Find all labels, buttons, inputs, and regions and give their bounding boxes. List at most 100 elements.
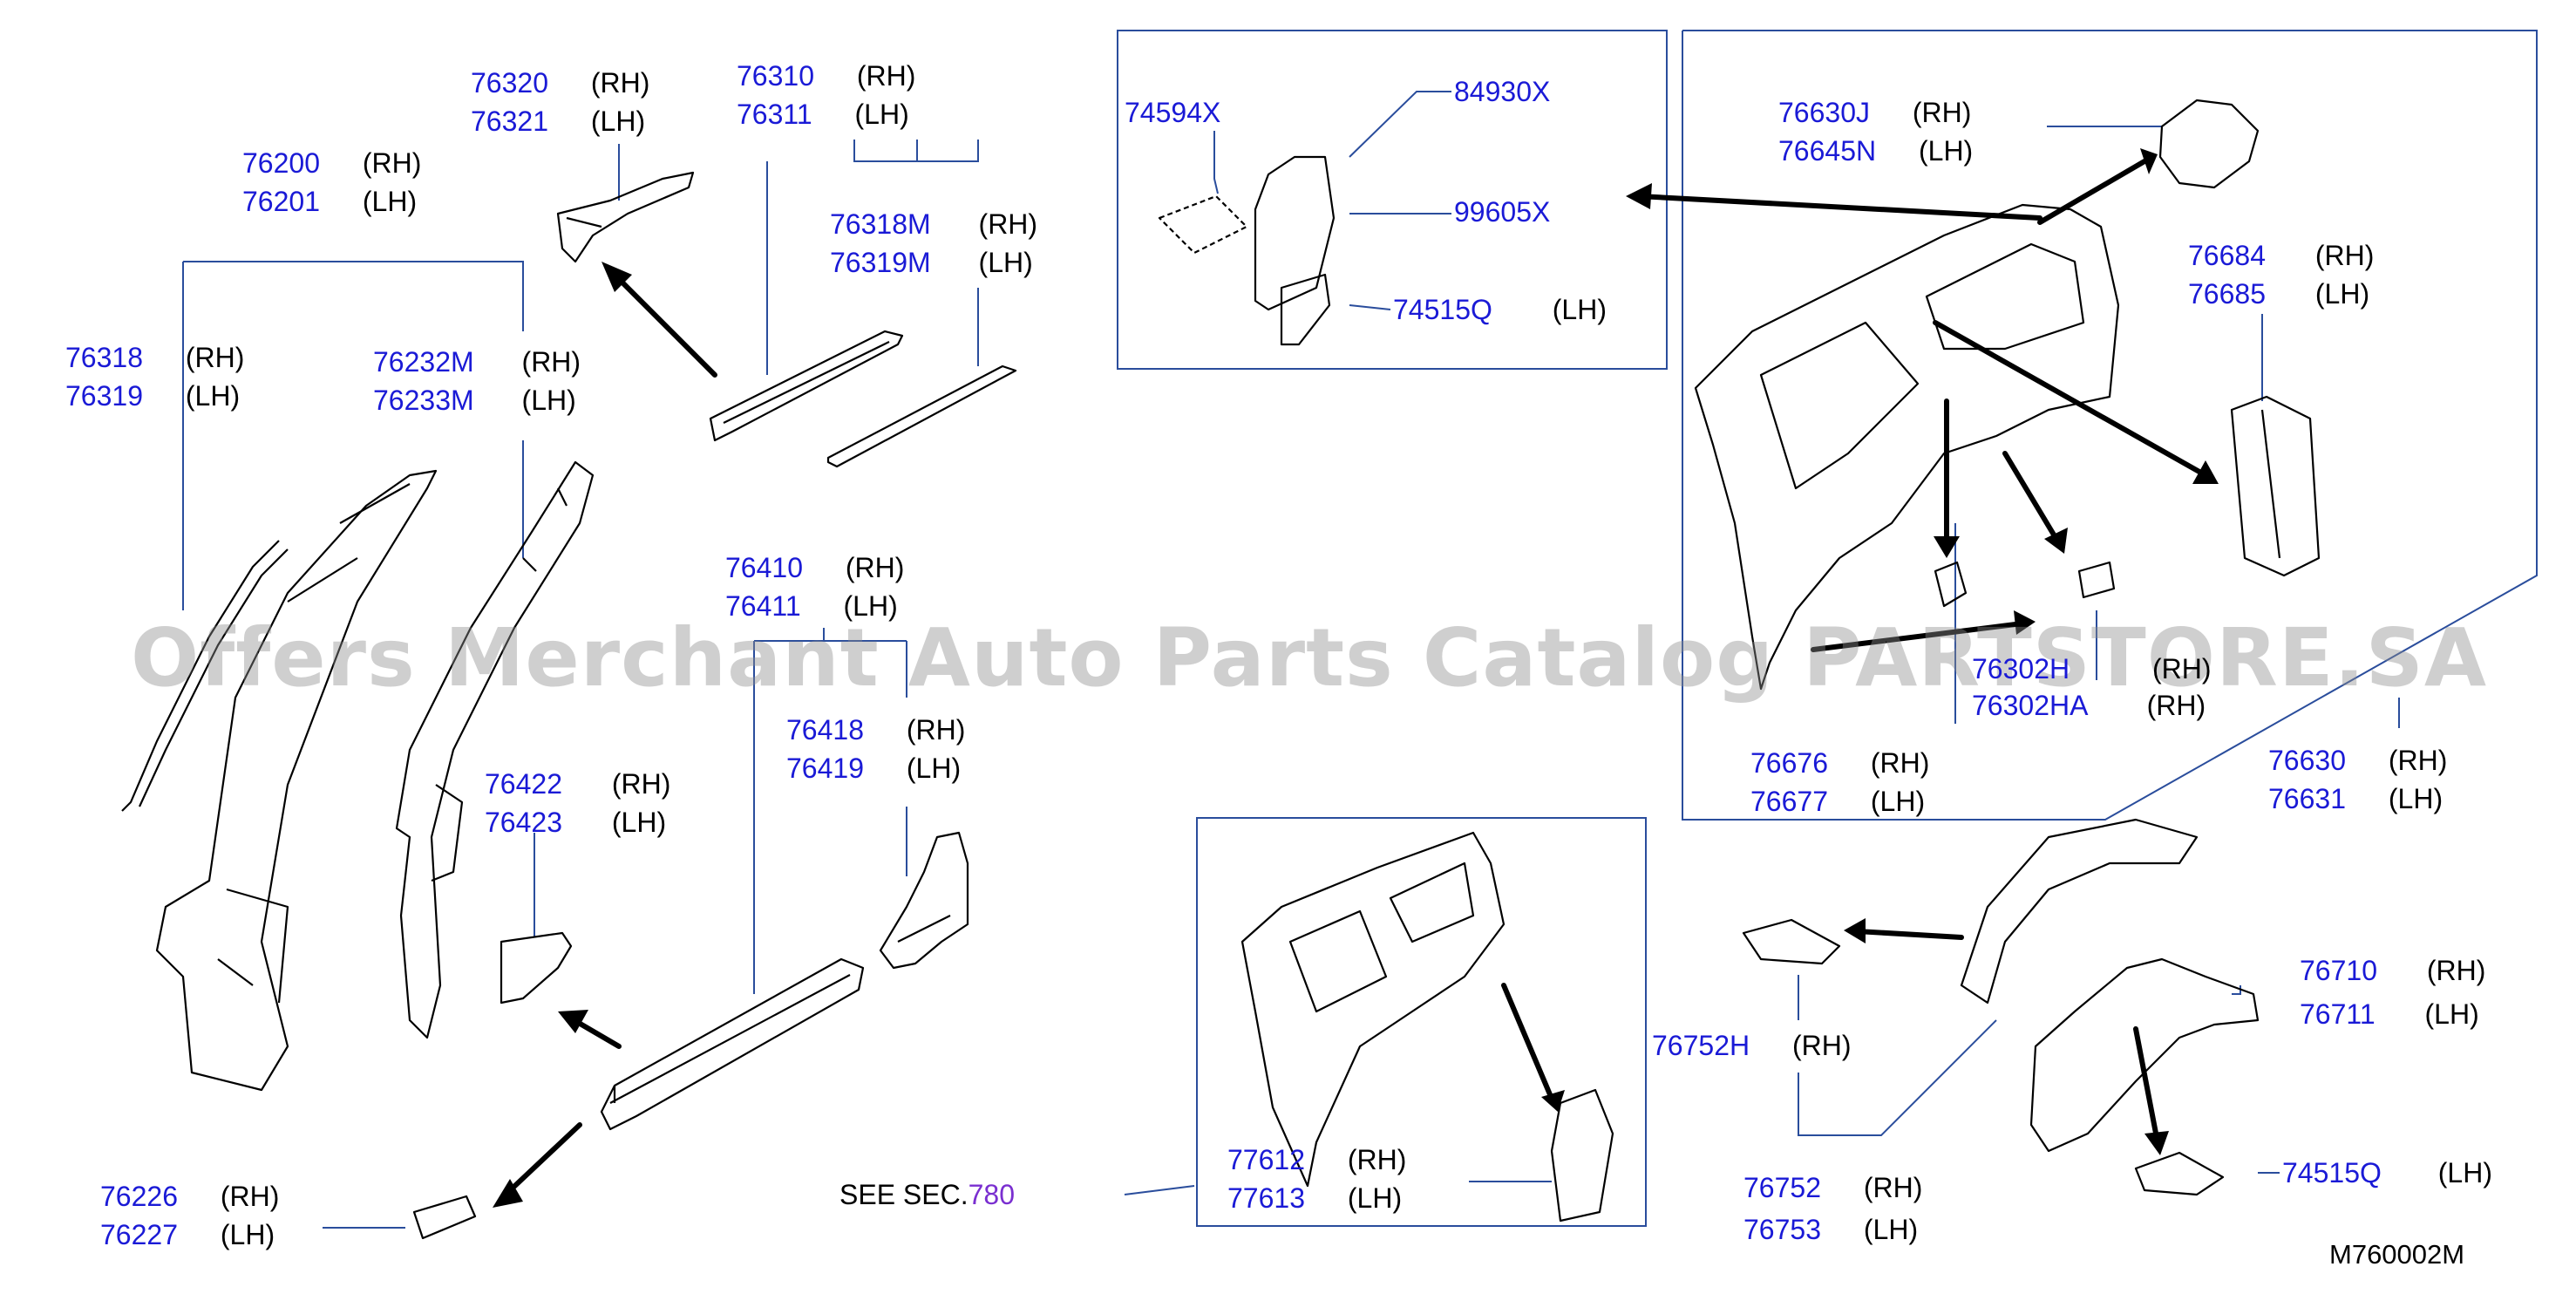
part-number-link[interactable]: 76684 bbox=[2188, 240, 2266, 271]
part-number-link[interactable]: 76631 bbox=[2268, 783, 2346, 814]
part-number-link[interactable]: 76232M bbox=[373, 346, 474, 378]
section-780-link[interactable]: 780 bbox=[968, 1179, 1015, 1210]
side-label: (RH) bbox=[1912, 97, 1972, 128]
center-pillar-detail bbox=[431, 487, 568, 882]
arrow-heads bbox=[493, 148, 2219, 1208]
rear-inner-panel-77612 bbox=[1240, 831, 1505, 1188]
side-label: (LH) bbox=[2424, 998, 2479, 1030]
part-number-link[interactable]: 76320 bbox=[471, 67, 548, 99]
part-number-link[interactable]: 76677 bbox=[1750, 786, 1828, 817]
part-number-link[interactable]: 76630J bbox=[1778, 97, 1870, 128]
rail-76320 bbox=[556, 171, 695, 263]
part-number-link[interactable]: 76411 bbox=[725, 590, 801, 622]
part-number-link[interactable]: 76752 bbox=[1743, 1172, 1821, 1203]
callout-76302H: 76302H (RH) 76302HA (RH) bbox=[1972, 654, 2212, 720]
part-number-link[interactable]: 74515Q bbox=[1393, 294, 1492, 325]
part-number-link[interactable]: 76302H bbox=[1972, 653, 2070, 684]
side-label: (RH) bbox=[978, 208, 1038, 240]
rocker-panel-76410 bbox=[600, 957, 865, 1131]
side-label: (LH) bbox=[843, 590, 898, 622]
side-label: (RH) bbox=[856, 60, 916, 92]
front-pillar-detail bbox=[217, 483, 411, 1004]
seal-74515Q bbox=[1280, 273, 1331, 346]
rear-inner-panel-windows bbox=[1288, 862, 1475, 1013]
side-label: (LH) bbox=[2314, 278, 2370, 310]
part-number-link[interactable]: 77612 bbox=[1227, 1144, 1305, 1175]
weatherstrip-76318 bbox=[121, 540, 289, 812]
part-number-link[interactable]: 76321 bbox=[471, 106, 548, 137]
side-label: (LH) bbox=[854, 99, 909, 130]
part-number-link[interactable]: 76302HA bbox=[1972, 690, 2087, 721]
seal-74594X bbox=[1158, 194, 1248, 255]
center-pillar-76232M bbox=[395, 460, 595, 1039]
side-label: (RH) bbox=[590, 67, 650, 99]
side-label: (LH) bbox=[978, 247, 1033, 278]
watermark: Offers Merchant Auto Parts Catalog PARTS… bbox=[131, 611, 2488, 705]
part-number-link[interactable]: 76318M bbox=[830, 208, 931, 240]
inset-frame-body-side bbox=[1682, 30, 2538, 821]
part-number-link[interactable]: 76226 bbox=[100, 1181, 178, 1212]
leader-76232M-bracket bbox=[183, 261, 524, 331]
part-number-link[interactable]: 84930X bbox=[1454, 76, 1551, 107]
part-number-link[interactable]: 76753 bbox=[1743, 1214, 1821, 1245]
part-number-link[interactable]: 76233M bbox=[373, 385, 474, 416]
callout-76752H: 76752H (RH) bbox=[1652, 1031, 1852, 1060]
arrow-rocker-to-plate bbox=[503, 1122, 582, 1197]
part-number-link[interactable]: 76310 bbox=[737, 60, 814, 92]
part-number-link[interactable]: 76319M bbox=[830, 247, 931, 278]
part-number-link[interactable]: 99605X bbox=[1454, 196, 1551, 228]
side-label: (RH) bbox=[1870, 747, 1930, 779]
part-number-link[interactable]: 76311 bbox=[737, 99, 812, 130]
callout-76200: 76200 (RH) 76201 (LH) bbox=[242, 148, 421, 216]
callout-76226: 76226 (RH) 76227 (LH) bbox=[100, 1182, 279, 1250]
part-number-link[interactable]: 76418 bbox=[786, 714, 864, 746]
side-label: (LH) bbox=[590, 106, 646, 137]
leader-76710 bbox=[2232, 985, 2241, 995]
part-number-link[interactable]: 76676 bbox=[1750, 747, 1828, 779]
callout-76710: 76710 (RH) 76711 (LH) bbox=[2300, 956, 2485, 1029]
side-label: (LH) bbox=[2388, 783, 2443, 814]
part-number-link[interactable]: 74515Q bbox=[2282, 1157, 2382, 1188]
side-label: (RH) bbox=[1863, 1172, 1923, 1203]
cover-76422 bbox=[500, 931, 573, 1005]
part-number-link[interactable]: 76410 bbox=[725, 552, 803, 583]
part-number-link[interactable]: 74594X bbox=[1125, 97, 1221, 128]
part-number-link[interactable]: 76227 bbox=[100, 1219, 178, 1250]
part-number-link[interactable]: 76685 bbox=[2188, 278, 2266, 310]
leader-see-section bbox=[1124, 1185, 1195, 1195]
callout-76310: 76310 (RH) 76311 (LH) bbox=[737, 61, 915, 129]
side-label: (RH) bbox=[2146, 690, 2206, 721]
side-label: (RH) bbox=[521, 346, 581, 378]
side-label: (RH) bbox=[220, 1181, 280, 1212]
part-number-link[interactable]: 76419 bbox=[786, 753, 864, 784]
part-number-link[interactable]: 77613 bbox=[1227, 1182, 1305, 1214]
callout-76410: 76410 (RH) 76411 (LH) bbox=[725, 553, 904, 621]
callout-76422: 76422 (RH) 76423 (LH) bbox=[485, 769, 670, 837]
part-number-link[interactable]: 76630 bbox=[2268, 745, 2346, 776]
arrow-sill-to-rail bbox=[608, 268, 717, 378]
callout-76630: 76630 (RH) 76631 (LH) bbox=[2268, 746, 2447, 814]
diagram-code: M760002M bbox=[2329, 1239, 2465, 1270]
part-number-link[interactable]: 76423 bbox=[485, 807, 562, 838]
rear-pillar-piece bbox=[1550, 1088, 1614, 1222]
part-number-link[interactable]: 76422 bbox=[485, 768, 562, 800]
wheelhouse-outer-76752 bbox=[1960, 818, 2199, 1005]
part-number-link[interactable]: 76200 bbox=[242, 147, 320, 179]
side-label: (LH) bbox=[521, 385, 576, 416]
callout-84930X: 84930X bbox=[1454, 77, 1550, 106]
part-number-link[interactable]: 76318 bbox=[65, 342, 143, 373]
part-number-link[interactable]: 76201 bbox=[242, 186, 320, 217]
part-number-link[interactable]: 76752H bbox=[1652, 1030, 1750, 1061]
bracket-76302H bbox=[2077, 561, 2116, 599]
part-number-link[interactable]: 76710 bbox=[2300, 955, 2377, 986]
part-number-link[interactable]: 76319 bbox=[65, 380, 143, 412]
side-label: (LH) bbox=[1552, 294, 1607, 325]
side-label: (RH) bbox=[185, 342, 245, 373]
part-number-link[interactable]: 76645N bbox=[1778, 135, 1877, 167]
arrow-panel-to-bracket-c bbox=[1811, 621, 2025, 652]
part-number-link[interactable]: 76711 bbox=[2300, 998, 2375, 1030]
side-label: (LH) bbox=[2437, 1157, 2492, 1188]
plate-76226 bbox=[412, 1195, 477, 1240]
side-label: (LH) bbox=[362, 186, 418, 217]
